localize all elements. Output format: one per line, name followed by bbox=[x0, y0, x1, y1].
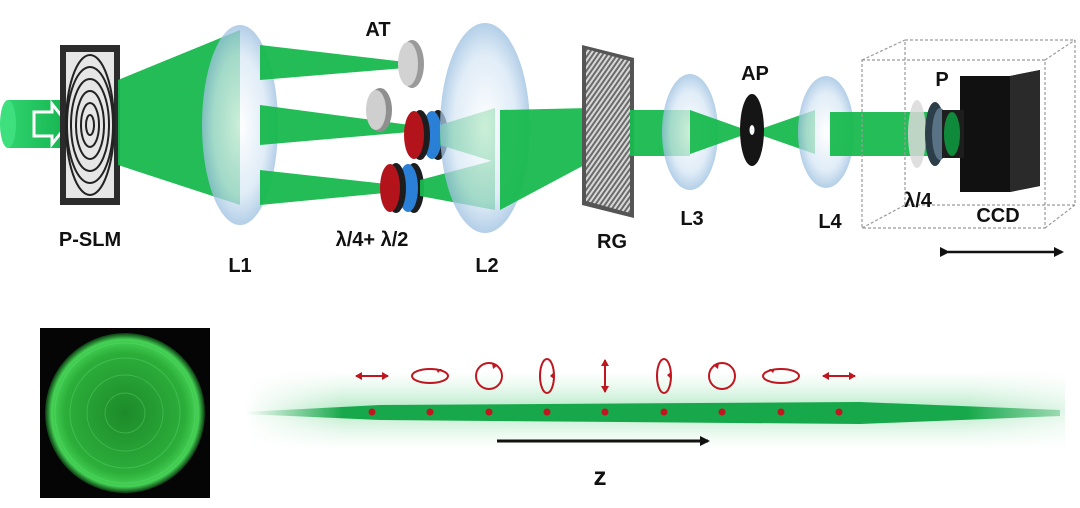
polarization-state-circle bbox=[708, 362, 736, 390]
label-l4: L4 bbox=[818, 211, 842, 233]
ccd-camera bbox=[942, 70, 1040, 192]
aperture bbox=[740, 94, 764, 166]
attenuator-middle bbox=[366, 88, 392, 132]
label-slm: P-SLM bbox=[59, 229, 121, 251]
attenuator-top bbox=[398, 40, 424, 88]
lens-l1 bbox=[202, 25, 278, 225]
label-rg: RG bbox=[597, 231, 627, 253]
slm-pattern bbox=[65, 54, 115, 196]
polarization-state-circle bbox=[475, 362, 503, 390]
polarization-state-ellipse-flat bbox=[762, 368, 800, 384]
propagation-beam bbox=[245, 370, 1065, 450]
slm-device bbox=[60, 45, 120, 205]
polarization-state-ellipse-tall bbox=[656, 358, 672, 394]
quarter-wave-plate bbox=[908, 100, 926, 168]
polarization-state-ellipse-tall bbox=[539, 358, 555, 394]
waveplate-pair-bottom bbox=[380, 163, 424, 213]
polarization-state-ellipse-flat bbox=[411, 368, 449, 384]
label-z-axis: z bbox=[594, 461, 607, 491]
ronchi-grating bbox=[582, 45, 634, 218]
label-at: AT bbox=[365, 19, 390, 41]
label-ap: AP bbox=[741, 63, 769, 85]
beam-l2-to-rg bbox=[500, 108, 590, 210]
label-quarter-wave: λ/4 bbox=[904, 190, 933, 212]
polarization-states bbox=[355, 358, 856, 394]
detector-box bbox=[861, 39, 1076, 229]
label-l2: L2 bbox=[475, 255, 498, 277]
focus-points bbox=[368, 408, 843, 416]
lens-l4 bbox=[798, 76, 854, 188]
label-l3: L3 bbox=[680, 208, 703, 230]
beam-profile-image bbox=[40, 328, 210, 498]
setup-panel: P-SLM L1 AT λ/4+ λ/2 L2 RG L3 AP L4 P λ/… bbox=[0, 19, 1076, 277]
label-waveplates: λ/4+ λ/2 bbox=[336, 229, 409, 251]
label-polarizer: P bbox=[935, 69, 948, 91]
label-l1: L1 bbox=[228, 255, 251, 277]
input-beam bbox=[0, 99, 70, 149]
label-ccd: CCD bbox=[976, 205, 1019, 227]
result-panel: z bbox=[40, 328, 1065, 498]
beams-l1-to-at bbox=[260, 45, 410, 205]
